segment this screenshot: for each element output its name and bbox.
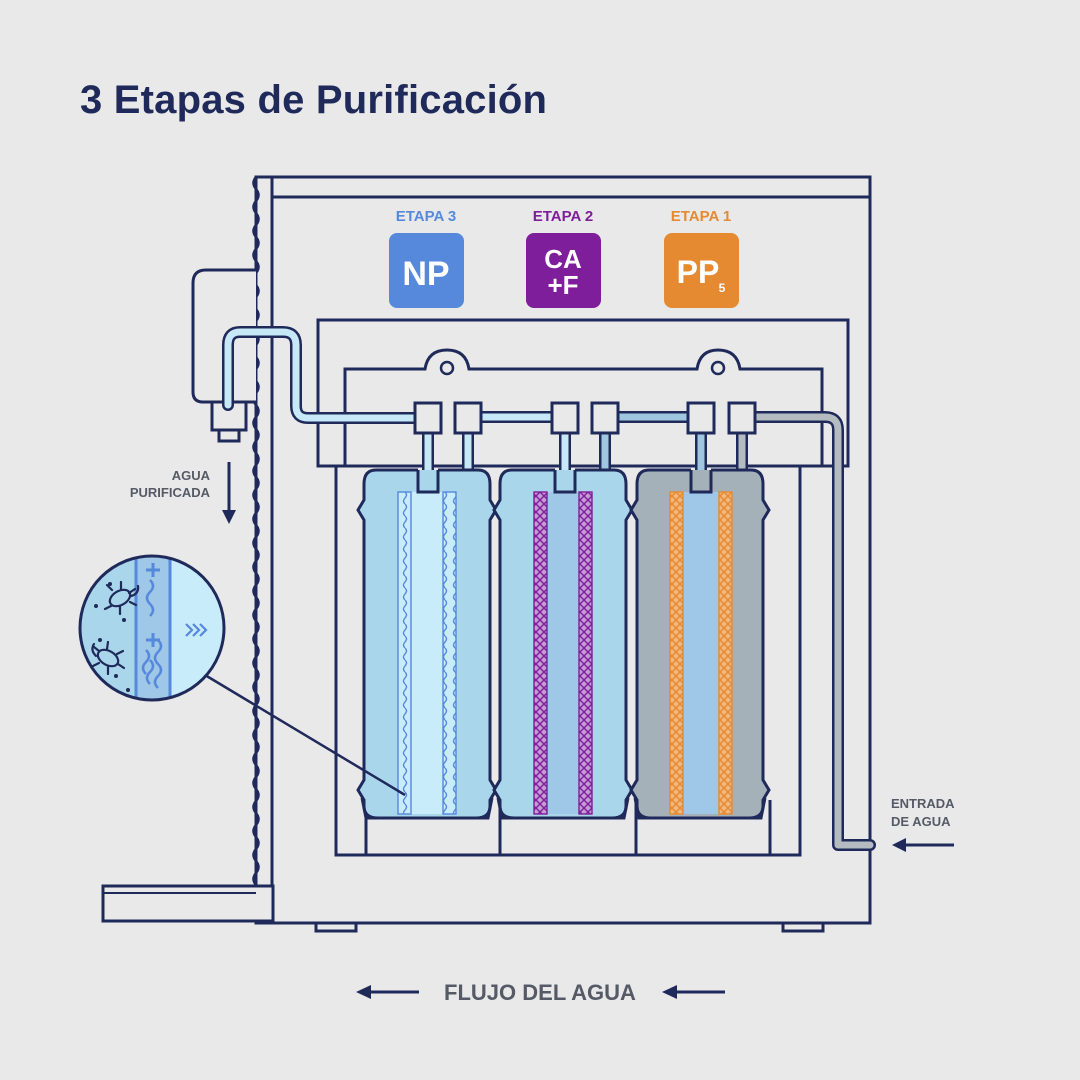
- page-title: 3 Etapas de Purificación: [80, 78, 548, 122]
- chevrons-right-icon: [185, 623, 208, 637]
- inlet-label-line2: DE AGUA: [891, 814, 951, 829]
- bacteria-icon: [91, 580, 140, 676]
- stage-2-code-line1: CA: [544, 244, 582, 274]
- stage-2-code-line2: +F: [547, 270, 578, 300]
- cartridge-stage-3: [356, 468, 498, 820]
- stage-1-label: ETAPA 1: [671, 208, 732, 225]
- outlet-label-line2: PURIFICADA: [130, 485, 211, 500]
- inlet-label-line1: ENTRADA: [891, 796, 955, 811]
- stage-1-code-sub: 5: [719, 281, 726, 295]
- stage-1-badge: ETAPA 1 PP 5: [664, 208, 739, 308]
- stage-2-label: ETAPA 2: [533, 208, 594, 225]
- arrow-left-icon: [892, 838, 954, 852]
- arrow-left-icon: [662, 985, 677, 999]
- cartridge-stage-1: [629, 468, 771, 820]
- outlet-label-line1: AGUA: [172, 468, 211, 483]
- stage-2-badge: ETAPA 2 CA +F: [526, 208, 601, 308]
- cartridge-stage-2: [492, 468, 634, 820]
- cartridge-cradles: [360, 797, 767, 820]
- pipe-connectors: [413, 401, 757, 435]
- arrow-down-icon: [222, 462, 236, 524]
- flow-label: FLUJO DEL AGUA: [444, 980, 636, 1005]
- stage-3-badge: ETAPA 3 NP: [389, 208, 464, 308]
- arrow-left-icon: [356, 985, 371, 999]
- magnified-filter-detail: [78, 554, 226, 702]
- stage-3-code: NP: [402, 255, 449, 293]
- callout-line: [204, 673, 406, 797]
- stage-3-label: ETAPA 3: [396, 208, 457, 225]
- flow-direction: FLUJO DEL AGUA: [356, 980, 725, 1005]
- stage-1-code: PP: [677, 254, 720, 290]
